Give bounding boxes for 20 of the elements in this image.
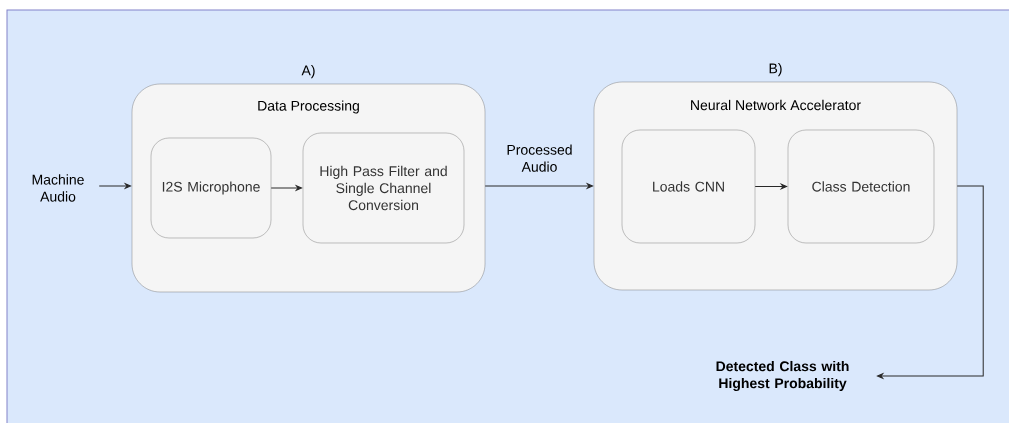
box-label: Class Detection	[812, 181, 910, 192]
process-box	[302, 132, 465, 244]
input-label: Machine Audio	[32, 174, 84, 202]
edge-label: Processed Audio	[498, 143, 581, 173]
group-title: Neural Network Accelerator	[691, 99, 861, 111]
arrow	[98, 183, 132, 189]
process-box	[621, 129, 756, 244]
box-label: High Pass Filter and Single Channel Conversion	[320, 165, 447, 211]
process-box	[787, 129, 935, 244]
arrow	[484, 183, 594, 189]
box-label: Loads CNN	[653, 181, 724, 192]
process-box	[150, 137, 272, 239]
box-label: I2S Microphone	[162, 181, 260, 195]
section-letter: A)	[301, 65, 315, 79]
arrow	[270, 185, 303, 191]
arrow	[876, 185, 984, 379]
output-label: Detected Class with Highest Probability	[716, 360, 849, 392]
section-letter: B)	[769, 63, 782, 77]
group-title: Data Processing	[258, 100, 359, 114]
arrow	[754, 183, 788, 190]
